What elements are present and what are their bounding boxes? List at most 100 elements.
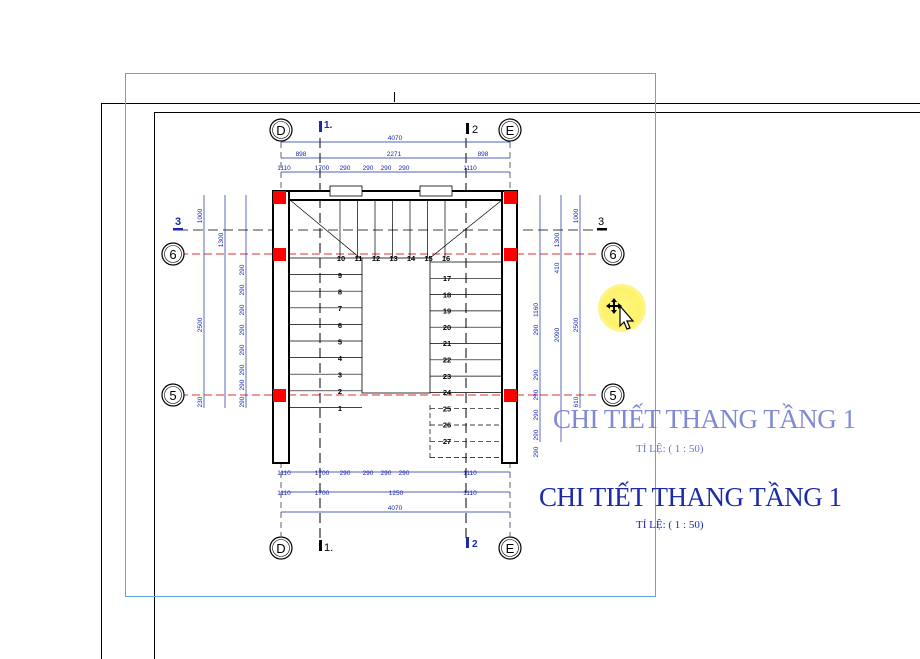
step-number: 13 (389, 254, 397, 263)
step-number: 2 (338, 387, 342, 396)
dimension-lines (203, 141, 581, 513)
svg-text:3: 3 (175, 216, 181, 228)
dimension-label: 1110 (277, 470, 291, 477)
step-number: 15 (424, 254, 432, 263)
dimension-label: 1250 (389, 490, 404, 497)
dimension-label: 290 (363, 165, 374, 172)
dimension-label: 2090 (554, 327, 561, 342)
step-number: 20 (443, 323, 451, 332)
dimension-label: 898 (478, 151, 489, 158)
step-number: 9 (338, 271, 342, 280)
dimension-label: 4070 (388, 505, 403, 512)
move-cursor-icon (606, 298, 635, 330)
column (504, 248, 517, 261)
svg-text:1.: 1. (324, 120, 333, 131)
dimension-label: 1300 (218, 232, 225, 247)
sheet-border-inner-top (154, 112, 920, 113)
dimension-label: 290 (533, 369, 540, 380)
step-number: 4 (338, 354, 343, 363)
step-number: 10 (337, 254, 345, 263)
dimension-label: 1000 (197, 208, 204, 223)
dimension-label: 1700 (315, 470, 330, 477)
section-marker-1-top: 1. (319, 120, 333, 132)
dimension-label: 2500 (573, 317, 580, 332)
drawing-scale-ghost: TỈ LỆ: ( 1 : 50) (636, 443, 704, 455)
dimension-label: 898 (296, 151, 307, 158)
step-number: 14 (407, 254, 416, 263)
dimension-label: 290 (381, 165, 392, 172)
dimension-label: 1110 (463, 490, 477, 497)
dimension-label: 290 (239, 379, 246, 390)
step-number: 7 (338, 304, 342, 313)
grid-label-d: D (276, 541, 285, 556)
dimension-label: 290 (533, 446, 540, 457)
dimension-label: 290 (399, 470, 410, 477)
dimension-label: 290 (239, 264, 246, 275)
drawing-scale[interactable]: TỈ LỆ: ( 1 : 50) (636, 519, 704, 531)
drawing-title[interactable]: CHI TIẾT THANG TẦNG 1 (539, 482, 842, 512)
dimension-label: 1300 (554, 232, 561, 247)
grid-bubble-e-top: E (498, 118, 522, 142)
dimension-label: 1700 (315, 165, 330, 172)
step-number: 5 (338, 337, 342, 346)
window-left (329, 185, 363, 197)
column (504, 389, 517, 402)
viewport-selection-box[interactable] (125, 73, 656, 597)
grid-label-d: D (276, 123, 285, 138)
stair-well (361, 257, 431, 394)
dimension-label: 1110 (277, 165, 291, 172)
dimension-label: 290 (340, 470, 351, 477)
dimension-label: 1110 (463, 470, 477, 477)
step-number: 21 (443, 339, 451, 348)
dimension-label: 290 (239, 396, 246, 407)
dimension-label: 2271 (387, 151, 402, 158)
sheet-border-outer-top (101, 103, 920, 104)
dimension-label: 290 (363, 470, 374, 477)
grid-bubble-d-top: D (269, 118, 293, 142)
column (273, 248, 286, 261)
section-marker-3-left: 3 (173, 216, 183, 231)
step-number: 12 (372, 254, 380, 263)
grid-label-6: 6 (169, 247, 176, 262)
sheet-border-inner-left (154, 112, 155, 659)
dimension-label: 290 (533, 389, 540, 400)
dimension-label: 290 (533, 409, 540, 420)
dimension-label: 290 (533, 324, 540, 335)
svg-text:2: 2 (472, 124, 478, 136)
dimension-label: 1110 (463, 165, 477, 172)
step-number: 22 (443, 356, 451, 365)
grid-label-e: E (506, 123, 515, 138)
step-number: 25 (443, 404, 451, 413)
dimension-label: 1160 (533, 303, 540, 317)
grid-bubble-5-left: 5 (161, 383, 185, 407)
wall-left (272, 190, 290, 464)
sheet-tick-mark (394, 92, 395, 102)
window-right (419, 185, 453, 197)
step-number: 6 (338, 321, 342, 330)
grid-label-5: 5 (609, 388, 616, 403)
step-number: 19 (443, 307, 451, 316)
grid-label-e: E (506, 541, 515, 556)
step-number: 23 (443, 372, 451, 381)
step-number: 16 (442, 254, 450, 263)
svg-text:3: 3 (598, 216, 604, 228)
grid-bubble-5-right: 5 (601, 383, 625, 407)
column (504, 191, 517, 204)
section-marker-2-top: 2 (466, 123, 478, 136)
stair-treads (289, 200, 503, 458)
section-marker-1-bottom: 1. (319, 540, 333, 554)
sheet-border-outer-left (101, 103, 102, 659)
dimension-label: 1000 (573, 208, 580, 223)
step-number: 11 (355, 254, 363, 263)
column (273, 191, 286, 204)
step-number: 17 (443, 274, 451, 283)
section-marker-2-bottom: 2 (466, 537, 478, 550)
landing-diagonal (429, 199, 503, 259)
landing-diagonal (289, 199, 361, 259)
wall-top (272, 190, 518, 201)
grid-bubble-d-bottom: D (269, 536, 293, 560)
